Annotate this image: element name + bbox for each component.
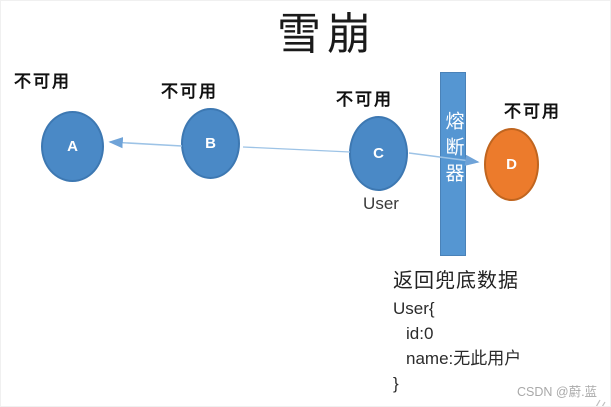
node-d-circle: D [484, 128, 539, 201]
watermark-text: CSDN @蔚.蓝 [517, 385, 598, 399]
node-a-letter: A [67, 138, 78, 155]
line-c-to-b [242, 146, 351, 153]
corner-mark [595, 399, 606, 406]
user-caption: User [363, 194, 399, 213]
node-a-status-label: 不可用 [14, 72, 71, 91]
node-b-letter: B [205, 135, 216, 152]
code-line-id: id:0 [406, 324, 434, 343]
node-c-circle: C [349, 116, 408, 191]
node-c-status-label: 不可用 [336, 90, 393, 109]
node-d-letter: D [506, 156, 517, 173]
fallback-heading: 返回兜底数据 [393, 270, 519, 292]
node-b-circle: B [181, 108, 240, 179]
circuit-breaker-bar: 熔断器 [440, 72, 466, 256]
diagram-title: 雪崩 [277, 9, 377, 60]
arrow-b-to-a [108, 137, 183, 149]
code-line-close: } [393, 374, 399, 393]
code-line-open: User{ [393, 299, 435, 318]
node-a-circle: A [41, 111, 104, 182]
fallback-code-block: User{ id:0 name:无此用户 } [393, 296, 521, 396]
code-line-name: name:无此用户 [406, 349, 522, 368]
circuit-breaker-label: 熔断器 [442, 111, 464, 189]
node-b-status-label: 不可用 [161, 82, 218, 101]
node-c-letter: C [373, 145, 384, 162]
node-d-status-label: 不可用 [504, 102, 561, 121]
